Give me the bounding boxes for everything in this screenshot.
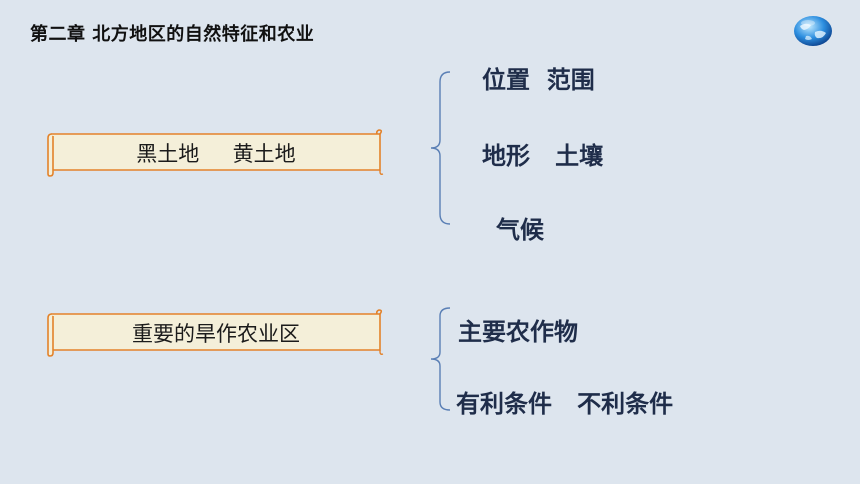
globe-icon [794, 16, 832, 46]
brace-section1 [430, 71, 451, 225]
chapter-title: 第二章 北方地区的自然特征和农业 [30, 24, 315, 45]
topic-main-crops: 主要农作物 [458, 318, 578, 346]
topic-location-scope: 位置 范围 [482, 66, 595, 94]
scroll-banner-soil: 黑土地 黄土地 [46, 128, 386, 178]
topic-climate: 气候 [496, 216, 544, 244]
scroll-label: 黑土地 黄土地 [136, 142, 296, 166]
brace-section2 [430, 307, 451, 411]
topic-conditions: 有利条件 不利条件 [456, 390, 674, 418]
scroll-label: 重要的旱作农业区 [132, 322, 300, 346]
scroll-banner-dry-farming: 重要的旱作农业区 [46, 308, 386, 358]
topic-terrain-soil: 地形 土壤 [482, 142, 604, 170]
